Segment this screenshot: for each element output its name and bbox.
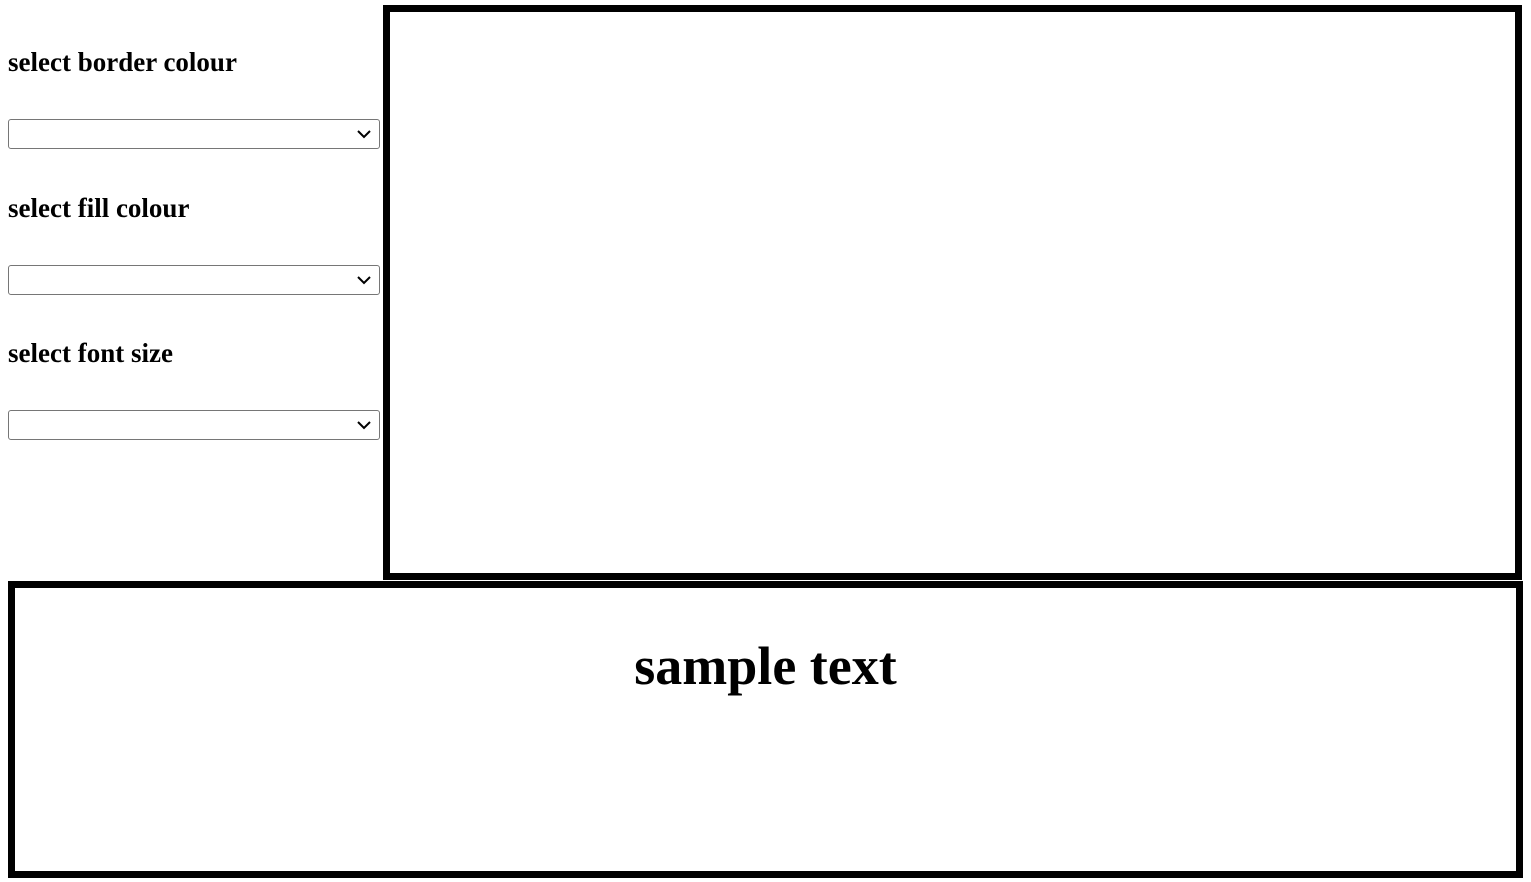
- chevron-down-icon: [357, 130, 371, 139]
- font-size-label: select font size: [8, 338, 173, 368]
- border-colour-label: select border colour: [8, 47, 237, 77]
- border-colour-select[interactable]: [8, 119, 380, 149]
- chevron-down-icon: [357, 276, 371, 285]
- fill-colour-label: select fill colour: [8, 193, 190, 223]
- font-size-select[interactable]: [8, 410, 380, 440]
- preview-box: [383, 5, 1522, 580]
- fill-colour-select[interactable]: [8, 265, 380, 295]
- sample-text: sample text: [634, 636, 897, 696]
- chevron-down-icon: [357, 421, 371, 430]
- sample-text-box: sample text: [8, 581, 1523, 878]
